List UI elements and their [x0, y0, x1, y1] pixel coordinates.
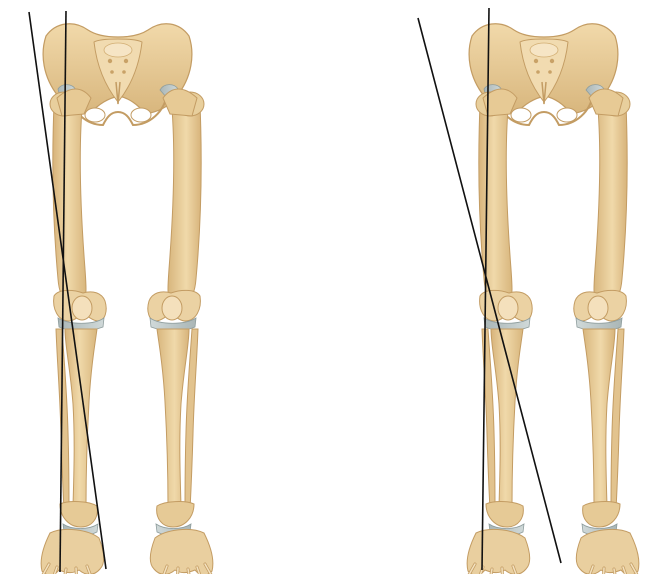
- right-panel-left-leg: [466, 89, 532, 574]
- left-skeleton: [40, 24, 214, 574]
- right-panel-right-leg: [574, 89, 640, 574]
- left-panel-right-leg: [148, 89, 214, 574]
